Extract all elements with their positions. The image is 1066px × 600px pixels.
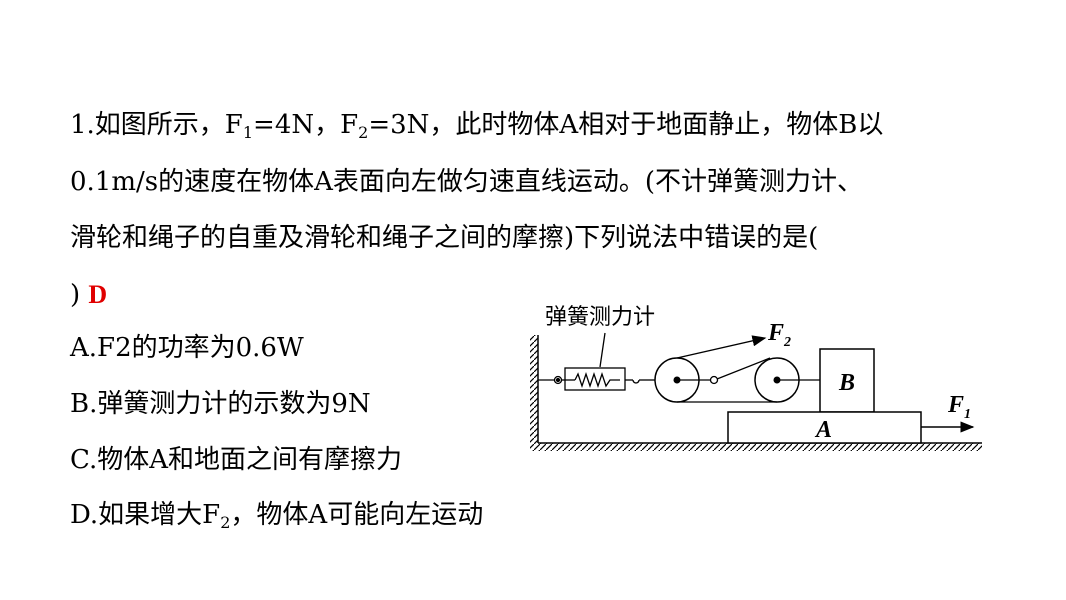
- question-line-4: ) D: [70, 278, 107, 312]
- question-line-1: 1.如图所示，F1=4N，F2=3N，此时物体A相对于地面静止，物体B以: [70, 108, 883, 150]
- text: 1.如图所示，F: [70, 110, 243, 140]
- f2-arrow: [676, 335, 767, 359]
- option-d: D.如果增大F2，物体A可能向左运动: [70, 498, 483, 540]
- text: ，物体A可能向左运动: [230, 500, 484, 530]
- option-b: B.弹簧测力计的示数为9N: [70, 389, 371, 419]
- block-a: [727, 411, 922, 444]
- text: =4N，F: [253, 110, 359, 140]
- ground: [530, 442, 982, 451]
- option-a: A.F2的功率为0.6W: [70, 333, 304, 363]
- subscript: 1: [242, 123, 254, 142]
- ropes: [677, 357, 820, 403]
- f1-label: F1: [947, 392, 971, 422]
- block-b-label: B: [838, 370, 855, 396]
- spring-scale: [538, 367, 655, 391]
- block-b: [819, 348, 875, 413]
- option-c: C.物体A和地面之间有摩擦力: [70, 445, 403, 475]
- subscript: 2: [358, 123, 369, 142]
- question-line-2: 0.1m/s的速度在物体A表面向左做匀速直线运动。(不计弹簧测力计、: [70, 167, 864, 197]
- f2-label: F2: [767, 320, 791, 350]
- wall: [530, 335, 539, 443]
- text: ): [70, 280, 81, 310]
- text: D.如果增大F: [70, 500, 221, 530]
- answer-label: D: [88, 280, 108, 309]
- question-line-3: 滑轮和绳子的自重及滑轮和绳子之间的摩擦)下列说法中错误的是(: [70, 223, 819, 253]
- subscript: 2: [220, 513, 231, 532]
- block-a-label: A: [814, 417, 832, 443]
- label-pointer: [599, 332, 606, 368]
- text: =3N，此时物体A相对于地面静止，物体B以: [368, 110, 884, 140]
- spring-scale-label: 弹簧测力计: [545, 305, 655, 330]
